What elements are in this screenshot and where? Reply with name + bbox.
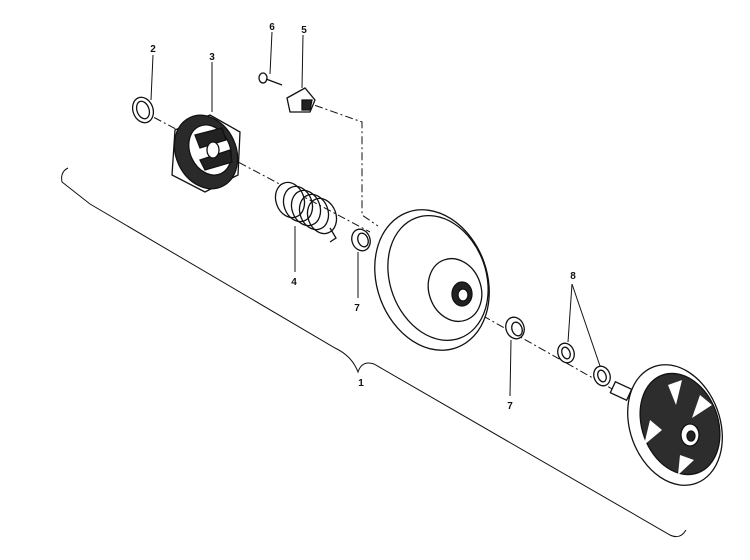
bushing-part-7-right (505, 316, 525, 340)
callout-7-left: 7 (354, 303, 360, 314)
callout-4: 4 (291, 277, 297, 288)
washers-part-8 (557, 342, 611, 387)
button-part-5 (286, 87, 316, 113)
callout-5: 5 (301, 25, 307, 36)
screw-part-6 (258, 72, 283, 86)
callout-2: 2 (150, 44, 156, 55)
leader-lines (150, 31, 601, 397)
bushing-part-7-left (351, 228, 371, 252)
cam-part-3 (171, 114, 241, 193)
fixed-sheave (609, 364, 723, 486)
callout-6: 6 (269, 22, 275, 33)
callout-7-right: 7 (507, 401, 513, 412)
snap-ring-part-2 (131, 96, 155, 124)
callout-1: 1 (358, 378, 364, 389)
spring-part-4 (274, 181, 338, 243)
callout-labels: 1 2 3 4 5 6 7 7 8 (150, 22, 576, 412)
movable-sheave (374, 209, 490, 351)
callout-8: 8 (570, 271, 576, 282)
assembly-brace (61, 167, 687, 538)
callout-3: 3 (209, 52, 215, 63)
